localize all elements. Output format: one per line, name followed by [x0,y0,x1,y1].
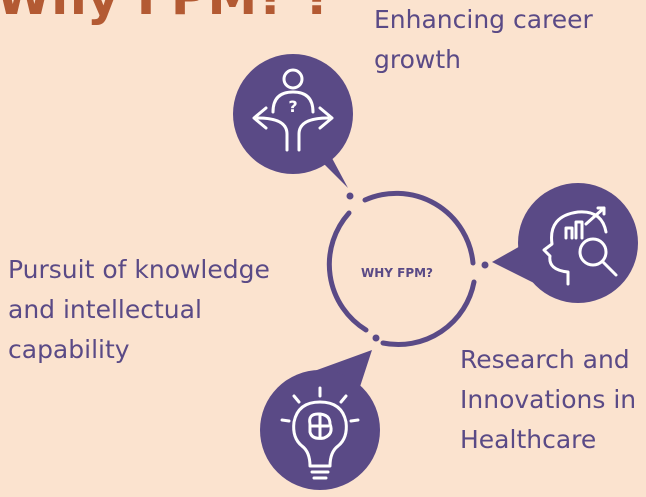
center-ring [326,190,489,348]
label-line: Pursuit of knowledge [8,255,270,284]
label-line: Research and [460,345,630,374]
knowledge-bubble [260,350,380,490]
lightbulb-brain-icon [280,386,360,480]
career-crossroads-icon: ? [252,68,334,152]
connector-dot [481,261,489,269]
label-line: and intellectual [8,295,202,324]
page-title: Why FPM? ? [0,0,333,22]
connector-dot [372,334,380,342]
label-line: growth [374,45,461,74]
label-knowledge: Pursuit of knowledge and intellectual ca… [8,250,270,370]
label-line: Enhancing career [374,5,593,34]
research-head-icon [542,206,618,286]
label-line: capability [8,335,130,364]
label-line: Innovations in [460,385,637,414]
career-bubble: ? [233,54,353,188]
research-bubble [492,183,638,303]
label-line: Healthcare [460,425,597,454]
label-career-growth: Enhancing career growth [374,0,593,80]
label-research: Research and Innovations in Healthcare [460,340,636,460]
center-label: WHY FPM? [361,266,433,280]
svg-text:?: ? [288,97,297,116]
connector-dot [346,192,354,200]
